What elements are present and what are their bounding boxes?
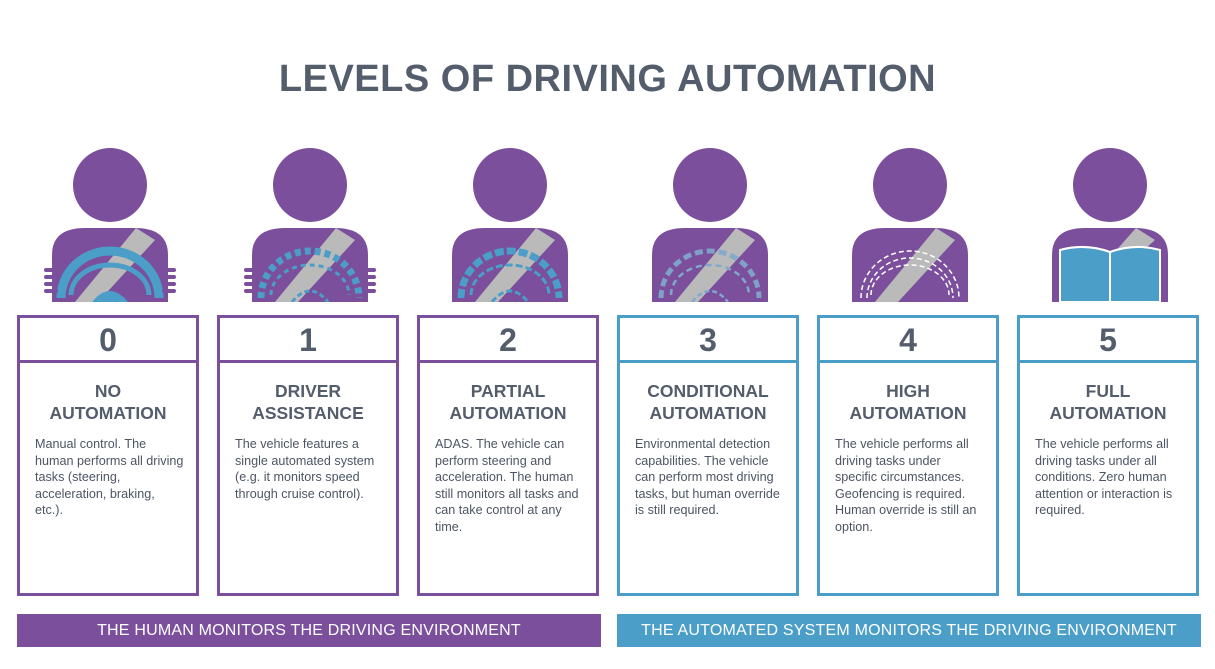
level-title: NO AUTOMATION: [20, 380, 196, 424]
driver-steering-wheel-dashed-icon: [452, 148, 568, 302]
level-description: Manual control. The human performs all d…: [35, 437, 184, 517]
level-title-line2: ASSISTANCE: [252, 403, 364, 423]
level-card-0: 0 NO AUTOMATION Manual control. The huma…: [17, 315, 199, 596]
level-number: 3: [620, 318, 796, 363]
level-number: 4: [820, 318, 996, 363]
level-description: The vehicle performs all driving tasks u…: [1035, 437, 1173, 517]
level-card-5: 5 FULL AUTOMATION The vehicle performs a…: [1017, 315, 1199, 596]
level-title: FULL AUTOMATION: [1020, 380, 1196, 424]
level-title: HIGH AUTOMATION: [820, 380, 996, 424]
driver-ghost-wheel-icon: [852, 148, 968, 302]
level-title-line2: AUTOMATION: [49, 403, 167, 423]
person-reading-book-icon: [1052, 148, 1168, 302]
level-title-line2: AUTOMATION: [1049, 403, 1167, 423]
level-title-line2: AUTOMATION: [649, 403, 767, 423]
level-title-line1: HIGH: [886, 381, 930, 401]
level-title-line1: CONDITIONAL: [647, 381, 769, 401]
level-title-line1: NO: [94, 381, 122, 401]
driver-steering-wheel-solid-icon: [44, 148, 176, 302]
level-description: The vehicle performs all driving tasks u…: [835, 437, 977, 534]
level-number: 5: [1020, 318, 1196, 363]
level-card-2: 2 PARTIAL AUTOMATION ADAS. The vehicle c…: [417, 315, 599, 596]
system-monitors-banner: THE AUTOMATED SYSTEM MONITORS THE DRIVIN…: [617, 614, 1201, 647]
level-card-3: 3 CONDITIONAL AUTOMATION Environmental d…: [617, 315, 799, 596]
level-title-line1: FULL: [1085, 381, 1131, 401]
level-title-line2: AUTOMATION: [449, 403, 567, 423]
level-description: ADAS. The vehicle can perform steering a…: [435, 437, 579, 534]
level-description: The vehicle features a single automated …: [235, 437, 375, 501]
level-number: 2: [420, 318, 596, 363]
driver-steering-wheel-faded-icon: [652, 148, 768, 302]
driver-steering-wheel-dashed-icon: [244, 148, 376, 302]
level-title-line1: PARTIAL: [470, 381, 546, 401]
level-title: CONDITIONAL AUTOMATION: [620, 380, 796, 424]
level-title: PARTIAL AUTOMATION: [420, 380, 596, 424]
level-number: 0: [20, 318, 196, 363]
page-title: LEVELS OF DRIVING AUTOMATION: [278, 58, 937, 100]
level-title-line1: DRIVER: [274, 381, 342, 401]
level-card-4: 4 HIGH AUTOMATION The vehicle performs a…: [817, 315, 999, 596]
level-description: Environmental detection capabilities. Th…: [635, 437, 780, 517]
human-monitors-banner: THE HUMAN MONITORS THE DRIVING ENVIRONME…: [17, 614, 601, 647]
level-title-line2: AUTOMATION: [849, 403, 967, 423]
level-number: 1: [220, 318, 396, 363]
level-title: DRIVER ASSISTANCE: [220, 380, 396, 424]
level-card-1: 1 DRIVER ASSISTANCE The vehicle features…: [217, 315, 399, 596]
